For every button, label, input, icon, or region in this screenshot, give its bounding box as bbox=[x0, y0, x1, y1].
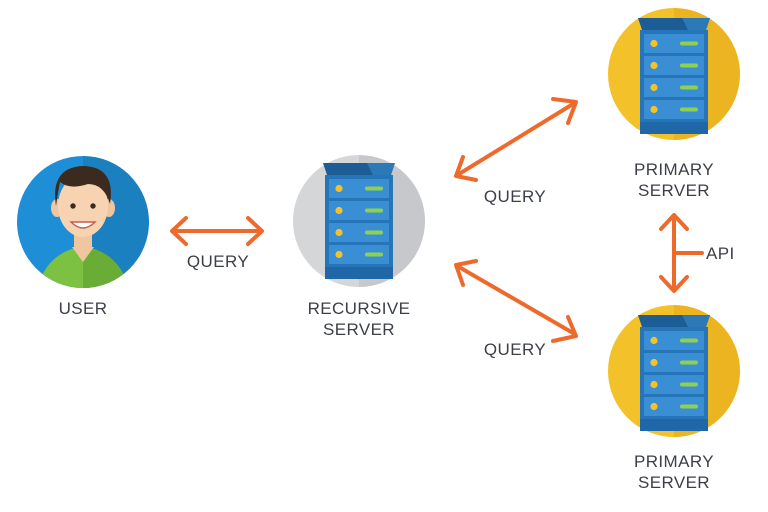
server-rack-icon bbox=[323, 163, 395, 279]
edge-label-recursive-primary-top: QUERY bbox=[475, 186, 555, 207]
primary-server-bottom-label-line1: PRIMARY bbox=[634, 452, 714, 471]
arrow-recursive-primary-bottom bbox=[454, 259, 578, 343]
server-rack-icon bbox=[638, 18, 710, 134]
primary-server-bottom-label: PRIMARY SERVER bbox=[614, 451, 734, 493]
edge-label-user-recursive-text: QUERY bbox=[186, 252, 250, 271]
user-node bbox=[17, 156, 149, 288]
server-rack-icon bbox=[638, 315, 710, 431]
primary-server-top-node bbox=[608, 8, 740, 140]
recursive-server-node bbox=[293, 155, 425, 287]
arrow-user-recursive bbox=[170, 216, 264, 246]
primary-server-bottom-label-line2: SERVER bbox=[637, 473, 710, 492]
primary-server-top-label: PRIMARY SERVER bbox=[614, 159, 734, 201]
edge-label-primary-primary-text: API bbox=[706, 244, 735, 263]
edge-label-user-recursive: QUERY bbox=[178, 251, 258, 272]
edge-label-recursive-primary-bottom: QUERY bbox=[475, 339, 555, 360]
edge-label-primary-primary: API bbox=[706, 243, 750, 264]
user-label-text: USER bbox=[58, 299, 108, 318]
primary-server-bottom-node bbox=[608, 305, 740, 437]
recursive-server-label-line2: SERVER bbox=[322, 320, 395, 339]
edge-label-recursive-primary-top-text: QUERY bbox=[483, 187, 547, 206]
recursive-server-label-line1: RECURSIVE bbox=[307, 299, 411, 318]
user-label: USER bbox=[38, 298, 128, 319]
edge-label-recursive-primary-bottom-text: QUERY bbox=[483, 340, 547, 359]
arrow-primary-primary bbox=[659, 213, 704, 293]
primary-server-top-label-line1: PRIMARY bbox=[634, 160, 714, 179]
recursive-server-label: RECURSIVE SERVER bbox=[299, 298, 419, 340]
primary-server-top-label-line2: SERVER bbox=[637, 181, 710, 200]
arrow-recursive-primary-top bbox=[454, 97, 578, 182]
